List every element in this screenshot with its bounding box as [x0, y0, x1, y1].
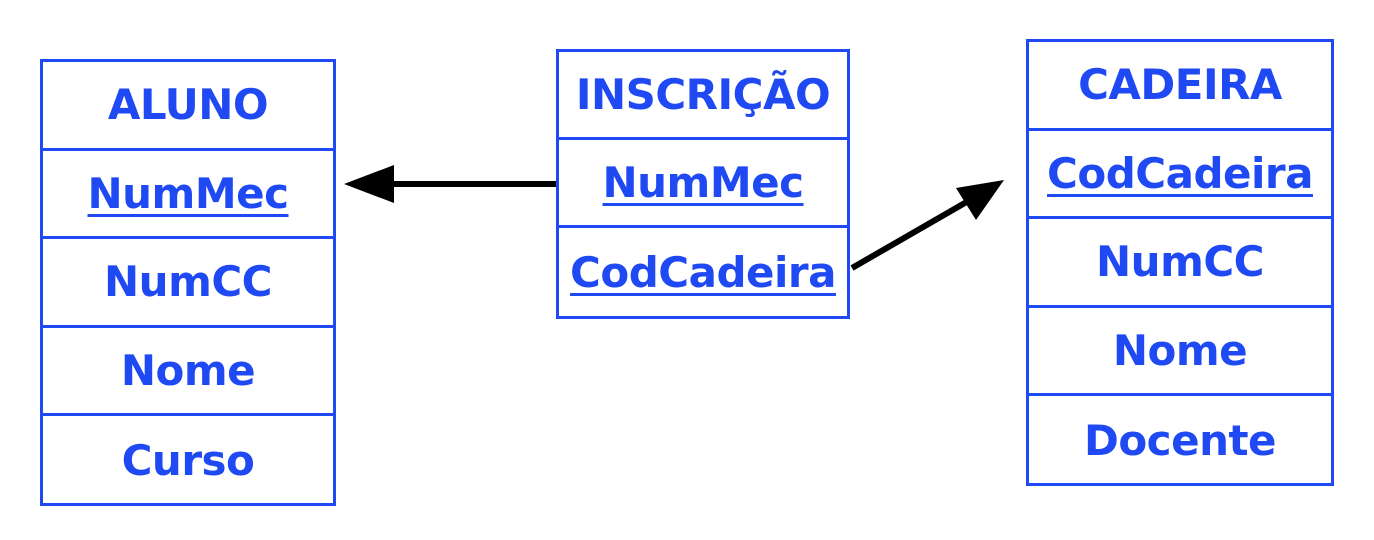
table-title-inscricao: INSCRIÇÃO: [559, 52, 847, 140]
field-inscricao-nummec: NumMec: [559, 140, 847, 228]
field-text: Curso: [121, 436, 255, 486]
table-title-aluno: ALUNO: [43, 62, 333, 151]
arrow-inscricao-to-aluno: [344, 165, 556, 203]
field-text: Nome: [1112, 326, 1248, 376]
primary-key-field: NumMec: [87, 168, 290, 218]
field-aluno-curso: Curso: [43, 416, 333, 505]
field-aluno-nummec: NumMec: [43, 151, 333, 240]
arrow-inscricao-to-cadeira: [850, 180, 1004, 271]
table-title-cadeira: CADEIRA: [1029, 42, 1331, 131]
field-cadeira-codcadeira: CodCadeira: [1029, 131, 1331, 220]
field-text: Docente: [1083, 416, 1277, 466]
field-text: NumCC: [104, 257, 272, 307]
field-text: Nome: [120, 346, 256, 396]
primary-key-field: CodCadeira: [570, 247, 836, 297]
field-cadeira-numcc: NumCC: [1029, 219, 1331, 308]
table-title-text: CADEIRA: [1078, 60, 1282, 110]
field-text: NumCC: [1096, 237, 1264, 287]
field-cadeira-nome: Nome: [1029, 308, 1331, 397]
primary-key-field: CodCadeira: [1047, 148, 1313, 198]
field-inscricao-codcadeira: CodCadeira: [559, 228, 847, 316]
field-cadeira-docente: Docente: [1029, 396, 1331, 485]
field-aluno-numcc: NumCC: [43, 239, 333, 328]
table-title-text: INSCRIÇÃO: [575, 70, 831, 119]
primary-key-field: NumMec: [602, 158, 805, 207]
table-aluno: ALUNO NumMec NumCC Nome Curso: [40, 59, 336, 506]
table-inscricao: INSCRIÇÃO NumMec CodCadeira: [556, 49, 850, 319]
field-aluno-nome: Nome: [43, 328, 333, 417]
table-title-text: ALUNO: [107, 80, 269, 130]
table-cadeira: CADEIRA CodCadeira NumCC Nome Docente: [1026, 39, 1334, 486]
